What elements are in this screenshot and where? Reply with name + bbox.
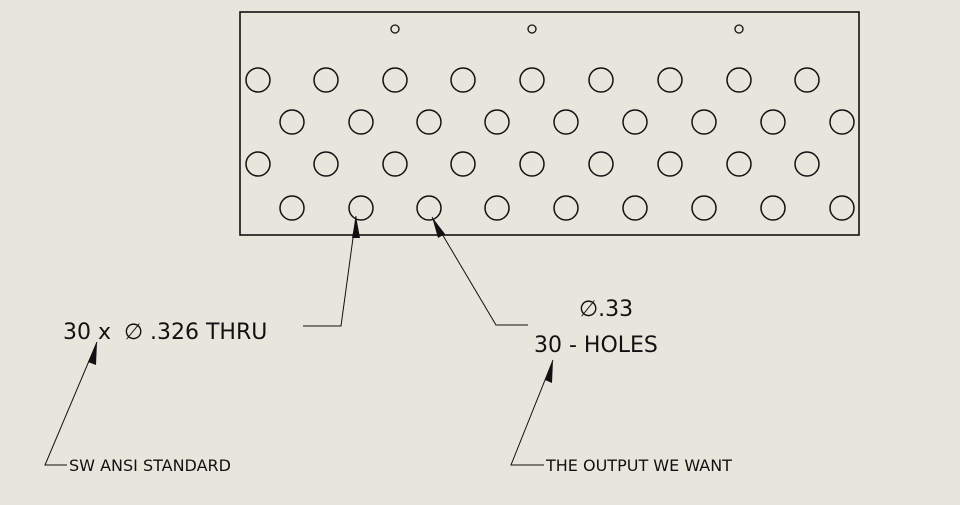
large-hole[interactable] bbox=[245, 151, 271, 177]
large-hole[interactable] bbox=[348, 195, 374, 221]
large-hole[interactable] bbox=[245, 67, 271, 93]
plate-outline bbox=[239, 11, 860, 236]
large-hole[interactable] bbox=[760, 109, 786, 135]
small-holes-group bbox=[390, 24, 744, 34]
desired-output-note[interactable]: THE OUTPUT WE WANT bbox=[510, 359, 732, 475]
large-hole[interactable] bbox=[519, 151, 545, 177]
desired-callout-leader bbox=[431, 216, 528, 326]
ansi-callout-leader bbox=[303, 215, 357, 327]
large-hole[interactable] bbox=[657, 151, 683, 177]
large-hole[interactable] bbox=[726, 67, 752, 93]
ansi-hole-callout[interactable]: 30 x ∅ .326 THRU bbox=[63, 215, 360, 345]
large-hole[interactable] bbox=[416, 109, 442, 135]
desired-note-arrowhead bbox=[545, 360, 553, 383]
large-hole[interactable] bbox=[484, 109, 510, 135]
desired-callout-arrowhead bbox=[432, 217, 445, 238]
ansi-standard-note[interactable]: SW ANSI STANDARD bbox=[44, 341, 231, 475]
large-hole[interactable] bbox=[553, 109, 579, 135]
large-hole[interactable] bbox=[382, 67, 408, 93]
desired-note-label: THE OUTPUT WE WANT bbox=[545, 456, 732, 475]
large-hole[interactable] bbox=[348, 109, 374, 135]
ansi-callout-quantity: 30 x bbox=[63, 320, 111, 345]
ansi-callout-diameter-symbol: ∅ bbox=[124, 320, 143, 345]
large-hole[interactable] bbox=[416, 195, 442, 221]
desired-hole-callout[interactable]: ∅.33 30 - HOLES bbox=[431, 216, 658, 358]
large-hole[interactable] bbox=[484, 195, 510, 221]
desired-callout-diameter: ∅.33 bbox=[579, 297, 633, 322]
large-hole[interactable] bbox=[622, 195, 648, 221]
large-hole[interactable] bbox=[691, 195, 717, 221]
large-hole[interactable] bbox=[760, 195, 786, 221]
large-hole[interactable] bbox=[313, 151, 339, 177]
large-hole[interactable] bbox=[279, 109, 305, 135]
ansi-note-leader bbox=[44, 341, 98, 466]
large-hole[interactable] bbox=[279, 195, 305, 221]
large-hole[interactable] bbox=[313, 67, 339, 93]
ansi-note-label: SW ANSI STANDARD bbox=[69, 456, 231, 475]
desired-callout-holes: 30 - HOLES bbox=[534, 333, 658, 358]
large-hole[interactable] bbox=[657, 67, 683, 93]
large-hole[interactable] bbox=[553, 195, 579, 221]
large-hole[interactable] bbox=[588, 151, 614, 177]
small-hole bbox=[390, 24, 400, 34]
large-hole[interactable] bbox=[588, 67, 614, 93]
ansi-callout-arrowhead bbox=[352, 216, 360, 238]
small-hole bbox=[734, 24, 744, 34]
large-hole[interactable] bbox=[519, 67, 545, 93]
large-holes-group bbox=[245, 67, 855, 221]
ansi-note-arrowhead bbox=[88, 342, 97, 365]
large-hole[interactable] bbox=[829, 109, 855, 135]
large-hole[interactable] bbox=[382, 151, 408, 177]
large-hole[interactable] bbox=[794, 67, 820, 93]
large-hole[interactable] bbox=[450, 67, 476, 93]
ansi-callout-spec: .326 THRU bbox=[150, 320, 267, 345]
large-hole[interactable] bbox=[622, 109, 648, 135]
desired-note-leader bbox=[510, 359, 554, 466]
large-hole[interactable] bbox=[794, 151, 820, 177]
large-hole[interactable] bbox=[726, 151, 752, 177]
large-hole[interactable] bbox=[829, 195, 855, 221]
small-hole bbox=[527, 24, 537, 34]
large-hole[interactable] bbox=[691, 109, 717, 135]
large-hole[interactable] bbox=[450, 151, 476, 177]
